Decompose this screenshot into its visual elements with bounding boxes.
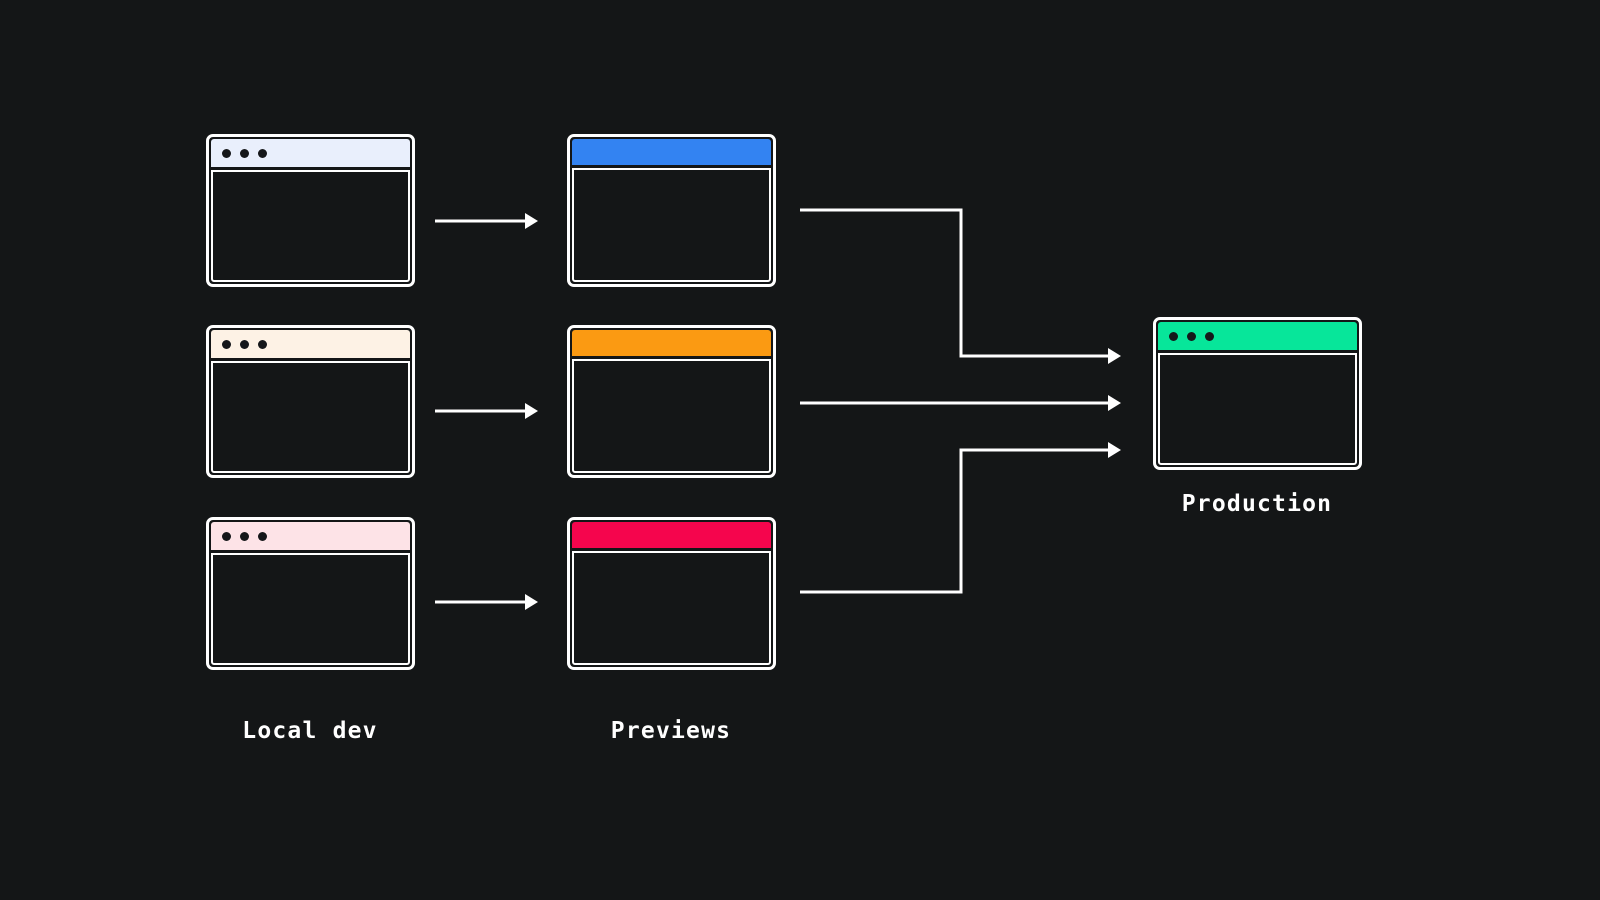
window-viewport [572,359,771,473]
minimize-icon[interactable] [240,339,249,349]
arrowhead-icon [525,212,538,230]
window-titlebar [211,139,410,167]
minimize-icon[interactable] [240,148,249,158]
preview-window-3[interactable] [567,517,776,670]
window-titlebar [572,522,771,548]
window-viewport [211,170,410,282]
window-titlebar [211,330,410,358]
connector-line [800,448,1108,594]
arrow-preview-1-to-production [800,208,1121,365]
column-label-previews: Previews [610,718,732,744]
window-viewport [211,361,410,473]
local-dev-window-2[interactable] [206,325,415,478]
preview-window-2[interactable] [567,325,776,478]
arrow-preview-3-to-production [800,441,1121,594]
arrow-local-dev-1-to-preview-1 [435,212,538,230]
close-icon[interactable] [222,339,231,349]
window-titlebar [572,139,771,165]
window-titlebar [572,330,771,356]
window-titlebar [1158,322,1357,350]
window-titlebar [211,522,410,550]
column-label-production: Production [1181,491,1333,517]
window-viewport [1158,353,1357,465]
arrowhead-icon [525,402,538,420]
arrowhead-icon [1108,394,1121,412]
arrowhead-icon [1108,347,1121,365]
local-dev-window-1[interactable] [206,134,415,287]
local-dev-window-3[interactable] [206,517,415,670]
arrow-preview-2-to-production [800,394,1121,412]
connector-line [800,208,1108,358]
maximize-icon[interactable] [258,531,267,541]
arrowhead-icon [1108,441,1121,459]
arrowhead-icon [525,593,538,611]
maximize-icon[interactable] [1205,331,1214,341]
minimize-icon[interactable] [1187,331,1196,341]
window-viewport [211,553,410,665]
close-icon[interactable] [1169,331,1178,341]
maximize-icon[interactable] [258,148,267,158]
production-window[interactable] [1153,317,1362,470]
window-viewport [572,551,771,665]
column-label-local: Local dev [242,718,378,744]
minimize-icon[interactable] [240,531,249,541]
close-icon[interactable] [222,531,231,541]
maximize-icon[interactable] [258,339,267,349]
arrow-local-dev-2-to-preview-2 [435,402,538,420]
close-icon[interactable] [222,148,231,158]
preview-window-1[interactable] [567,134,776,287]
window-viewport [572,168,771,282]
arrow-local-dev-3-to-preview-3 [435,593,538,611]
